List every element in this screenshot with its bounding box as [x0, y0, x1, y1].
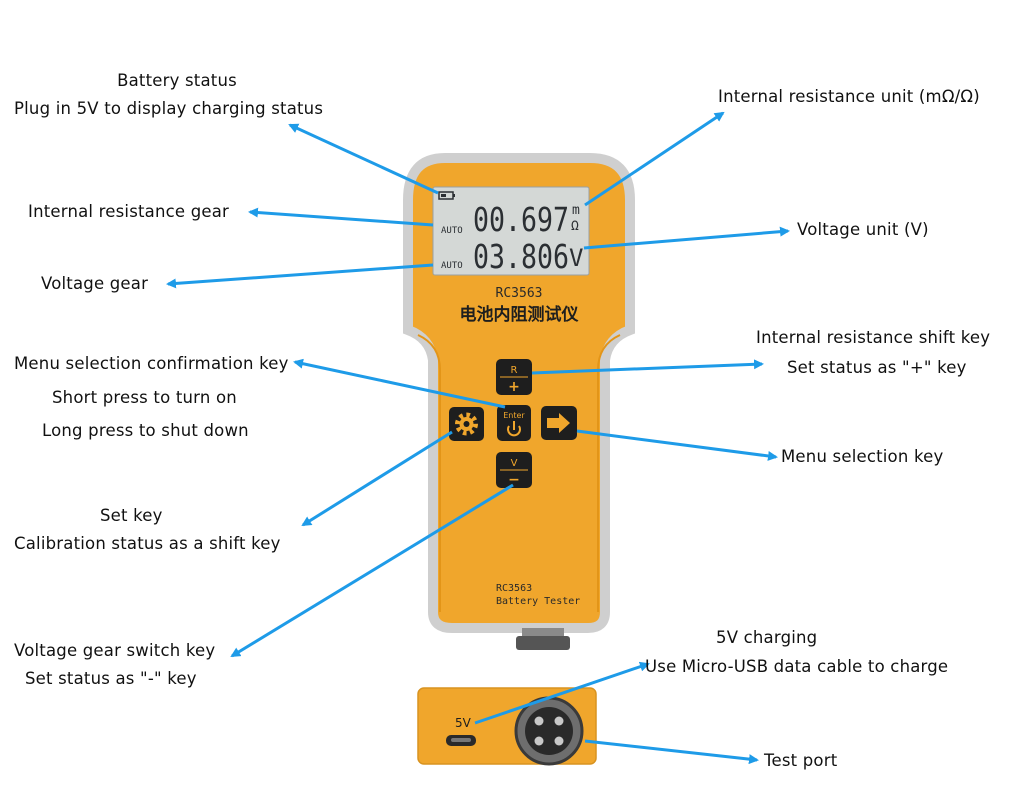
lcd-unit-volt: V: [569, 244, 583, 272]
power-icon: [507, 421, 521, 437]
r-key-plus: +: [508, 379, 520, 395]
micro-usb-port: [446, 735, 476, 746]
gear-icon: [455, 412, 478, 436]
footer-model: RC3563: [496, 583, 532, 594]
v-key-minus: −: [508, 472, 520, 488]
label-voltage-gear: Voltage gear: [41, 274, 149, 293]
lcd-unit-milli: m: [572, 203, 580, 218]
label-set-key: Set key: [100, 506, 163, 525]
arrow-voltage-unit: [583, 226, 790, 250]
arrow-ir-gear: [248, 207, 434, 227]
label-menu-confirm: Menu selection confirmation key: [14, 354, 289, 373]
lcd-auto-voltage: AUTO: [441, 261, 463, 271]
label-micro-usb: Use Micro-USB data cable to charge: [645, 657, 949, 676]
device-bottom-view: [417, 687, 597, 766]
test-connector-top: [516, 628, 570, 650]
arrow-right-icon: [547, 413, 570, 433]
lcd-unit-ohm: Ω: [571, 219, 579, 234]
arrow-battery-status: [288, 123, 439, 195]
arrow-menu-select: [576, 429, 778, 461]
label-menu-select: Menu selection key: [781, 447, 944, 466]
keypad: [449, 359, 577, 488]
arrow-menu-confirm: [293, 358, 506, 409]
arrow-ir-shift: [531, 359, 764, 375]
r-key-label: R: [511, 365, 518, 376]
footer-name: Battery Tester: [496, 596, 580, 607]
device-model-label: RC3563: [496, 286, 543, 301]
label-test-port: Test port: [764, 751, 838, 770]
label-battery-status-detail: Plug in 5V to display charging status: [14, 99, 324, 118]
lcd-auto-ir: AUTO: [441, 226, 463, 236]
enter-key-label: Enter: [503, 411, 525, 420]
label-battery-status: Battery status: [117, 71, 237, 90]
device-name-cn: 电池内阻测试仪: [460, 304, 580, 325]
callout-arrows: [166, 111, 790, 765]
lcd-screen: [432, 186, 590, 276]
label-ir-unit: Internal resistance unit (mΩ/Ω): [718, 87, 980, 106]
label-voltage-unit: Voltage unit (V): [797, 220, 929, 239]
battery-status-icon: [438, 191, 455, 200]
arrow-charging: [474, 661, 650, 725]
label-calibration-shift: Calibration status as a shift key: [14, 534, 281, 553]
label-minus-key: Set status as "-" key: [25, 669, 197, 688]
label-ir-shift: Internal resistance shift key: [756, 328, 991, 347]
label-voltage-switch: Voltage gear switch key: [14, 641, 216, 660]
label-5v-charging: 5V charging: [716, 628, 818, 647]
arrow-ir-unit: [584, 111, 725, 207]
arrow-voltage-switch: [230, 483, 514, 658]
arrow-set-key: [301, 430, 453, 527]
lcd-ir-value: 00.697: [473, 200, 569, 239]
label-ir-gear: Internal resistance gear: [28, 202, 230, 221]
arrow-test-port: [584, 739, 759, 765]
bottom-5v-label: 5V: [455, 716, 472, 730]
label-short-press: Short press to turn on: [52, 388, 237, 407]
test-port-socket: [514, 696, 584, 766]
lcd-voltage-value: 03.806: [473, 237, 569, 276]
arrow-voltage-gear: [166, 263, 434, 289]
label-long-press: Long press to shut down: [42, 421, 249, 440]
label-plus-key: Set status as "+" key: [787, 358, 967, 377]
v-key-label: V: [511, 458, 518, 469]
